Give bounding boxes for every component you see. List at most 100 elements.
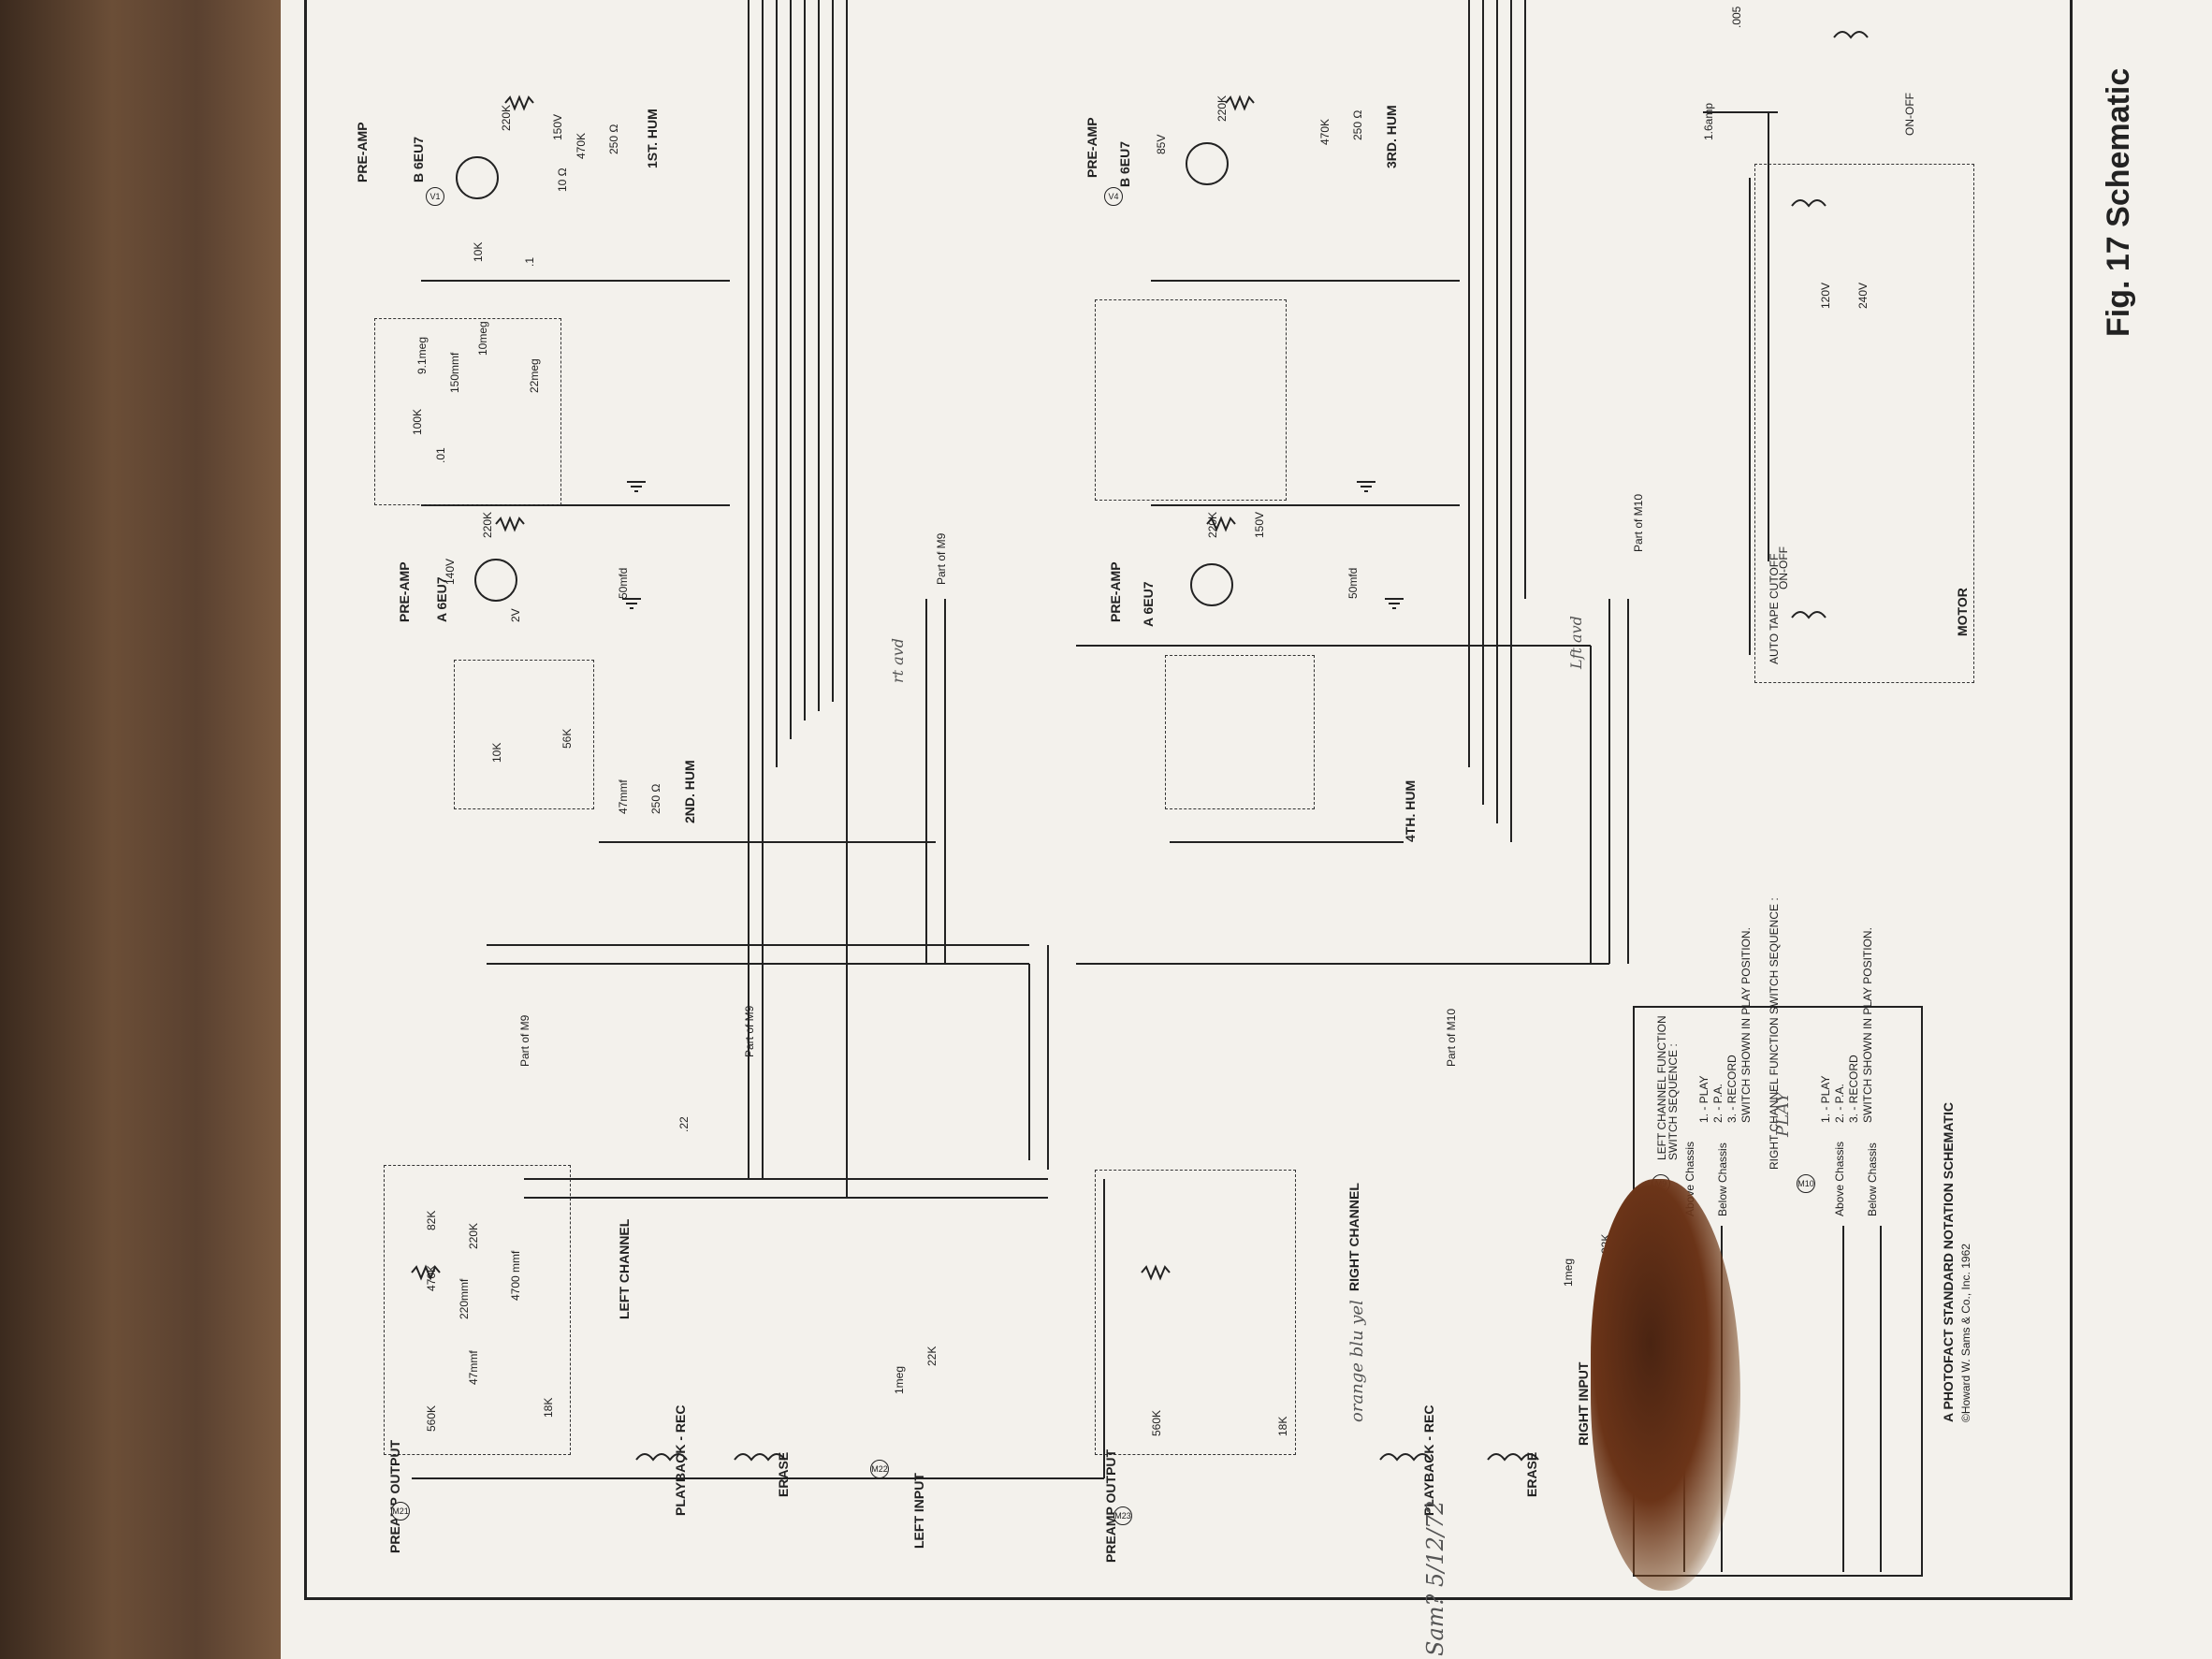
figure-title: Fig. 17 Schematic xyxy=(2101,67,2136,337)
credit-line-2: ©Howard W. Sams & Co., Inc. 1962 xyxy=(1959,1244,1972,1422)
credit-line-1: A PHOTOFACT STANDARD NOTATION SCHEMATIC xyxy=(1941,1102,1956,1422)
k1-c-47mmf: 47mmf xyxy=(467,1350,480,1385)
r-v4b-470k: 470K xyxy=(1318,118,1332,145)
above-chassis-m10: Above Chassis xyxy=(1833,1141,1846,1216)
playback-rec-left: PLAYBACK - REC xyxy=(673,1404,688,1517)
c7-value: .22 xyxy=(677,1116,691,1132)
m10-ref-circle: M10 xyxy=(1797,1174,1815,1193)
k1-c-220mmf: 220mmf xyxy=(458,1278,471,1319)
r-v4a-220k: 220K xyxy=(1206,511,1219,538)
below-chassis-m10: Below Chassis xyxy=(1866,1142,1879,1216)
v-120-label: 120V xyxy=(1819,282,1832,309)
m21-ref-circle: M21 xyxy=(391,1502,410,1521)
k1-module xyxy=(384,1165,571,1455)
part-of-m10-low: Part of M10 xyxy=(1445,1008,1458,1067)
erase-right: ERASE xyxy=(1524,1451,1539,1497)
k9-module xyxy=(1095,299,1287,501)
r16-value: 470K xyxy=(575,132,588,159)
v-150-label: 150V xyxy=(551,113,564,140)
fourth-hum-label: 4TH. HUM xyxy=(1403,779,1418,842)
r14-value: 220K xyxy=(500,104,513,131)
v-240-label: 240V xyxy=(1856,282,1870,309)
handwritten-note-rt: rt avd xyxy=(889,638,907,683)
head-coil xyxy=(635,1453,688,1462)
handwritten-note-lft: Lft avd xyxy=(1567,616,1585,669)
r5-value: 250 Ω xyxy=(607,124,620,154)
v-140-label: 140V xyxy=(444,558,457,585)
right-legend-item-3: 3. - RECORD xyxy=(1847,1055,1860,1123)
left-legend-title: LEFT CHANNEL FUNCTION SWITCH SEQUENCE : xyxy=(1655,1015,1680,1160)
below-chassis-m9: Below Chassis xyxy=(1716,1142,1729,1216)
k2-module xyxy=(454,660,594,809)
ground-symbol xyxy=(1357,481,1375,492)
ground-symbol xyxy=(627,481,646,492)
left-legend-note: SWITCH SHOWN IN PLAY POSITION. xyxy=(1739,927,1753,1123)
k8-module xyxy=(1165,655,1315,809)
r12-value: 220K xyxy=(481,511,494,538)
erase-left: ERASE xyxy=(776,1451,791,1497)
r15-value: 10 Ω xyxy=(556,167,569,192)
c5-value: 50mfd xyxy=(617,567,630,599)
resistor-symbol xyxy=(1225,95,1255,111)
k2-r-56k: 56K xyxy=(560,728,574,749)
pre-amp-v4b-label: PRE-AMP xyxy=(1084,117,1099,178)
resistor-symbol xyxy=(411,1264,441,1281)
v1b-tube-label: B 6EU7 xyxy=(411,136,426,182)
v-2v-label: 2V xyxy=(509,608,522,622)
k1-r-18k: 18K xyxy=(542,1397,555,1418)
v-85-label: 85V xyxy=(1155,134,1168,154)
c-01-value: .01 xyxy=(434,447,447,463)
tube-envelope xyxy=(474,559,517,602)
left-legend-item-1: 1. - PLAY xyxy=(1697,1075,1710,1123)
k7-r-18k: 18K xyxy=(1276,1416,1289,1436)
r-100k-value: 100K xyxy=(411,408,424,435)
motor-coil xyxy=(1791,611,1826,619)
c9-value: .1 xyxy=(523,256,536,267)
r-22meg-value: 22meg xyxy=(528,358,541,393)
part-of-m9-low: Part of M9 xyxy=(743,1005,756,1057)
table-surface xyxy=(0,0,281,1659)
resistor-symbol xyxy=(504,95,534,111)
m23-ref-circle: M23 xyxy=(1113,1506,1132,1525)
r10-value: 22K xyxy=(925,1346,939,1366)
k1-r-560k: 560K xyxy=(425,1404,438,1432)
head-coil xyxy=(1487,1453,1539,1462)
r7-value: 250 Ω xyxy=(1351,109,1364,140)
r13-value: 10K xyxy=(472,241,485,262)
v4b-tube-label: B 6EU7 xyxy=(1117,140,1132,187)
left-legend-item-3: 3. - RECORD xyxy=(1725,1055,1739,1123)
fuse-value: 1.6amp xyxy=(1702,102,1715,140)
k1-r-220k: 220K xyxy=(467,1222,480,1249)
right-channel-label: RIGHT CHANNEL xyxy=(1346,1183,1361,1291)
handwritten-date: Sam? 5/12/72 xyxy=(1422,1500,1448,1656)
c8-value: 47mmf xyxy=(617,779,630,814)
motor-module xyxy=(1754,164,1974,683)
c-150mmf-value: 150mmf xyxy=(448,352,461,393)
c-005-value: .005 xyxy=(1730,6,1743,28)
first-hum-label: 1ST. HUM xyxy=(645,109,660,168)
k1-r-82k: 82K xyxy=(425,1210,438,1230)
k1-r-470k: 470K xyxy=(425,1264,438,1291)
r9-value: 1meg xyxy=(893,1365,906,1394)
schematic-border xyxy=(304,0,2073,1600)
tube-envelope xyxy=(456,156,499,199)
m22-ref-circle: M22 xyxy=(870,1460,889,1478)
k3-module xyxy=(374,318,561,505)
ground-symbol xyxy=(622,598,641,609)
r-v4b-220k: 220K xyxy=(1215,95,1229,122)
motor-coil xyxy=(1833,31,1869,39)
part-of-m9-mid: Part of M9 xyxy=(518,1014,531,1067)
left-channel-label: LEFT CHANNEL xyxy=(617,1218,632,1319)
left-input-label: LEFT INPUT xyxy=(911,1473,926,1549)
resistor-symbol xyxy=(1206,516,1236,532)
pre-amp-v1b-label: PRE-AMP xyxy=(355,122,370,182)
head-coil xyxy=(1379,1453,1432,1462)
v1-ref-circle: V1 xyxy=(426,187,444,206)
tube-envelope xyxy=(1186,142,1229,185)
left-legend-item-2: 2. - P.A. xyxy=(1711,1084,1724,1123)
on-off-label: ON-OFF xyxy=(1777,546,1790,589)
k2-r-10k: 10K xyxy=(490,742,503,763)
preamp-output-right: PREAMP OUTPUT xyxy=(1103,1448,1118,1563)
part-of-m10-top: Part of M10 xyxy=(1632,493,1645,552)
r-10meg-value: 10meg xyxy=(476,321,489,356)
